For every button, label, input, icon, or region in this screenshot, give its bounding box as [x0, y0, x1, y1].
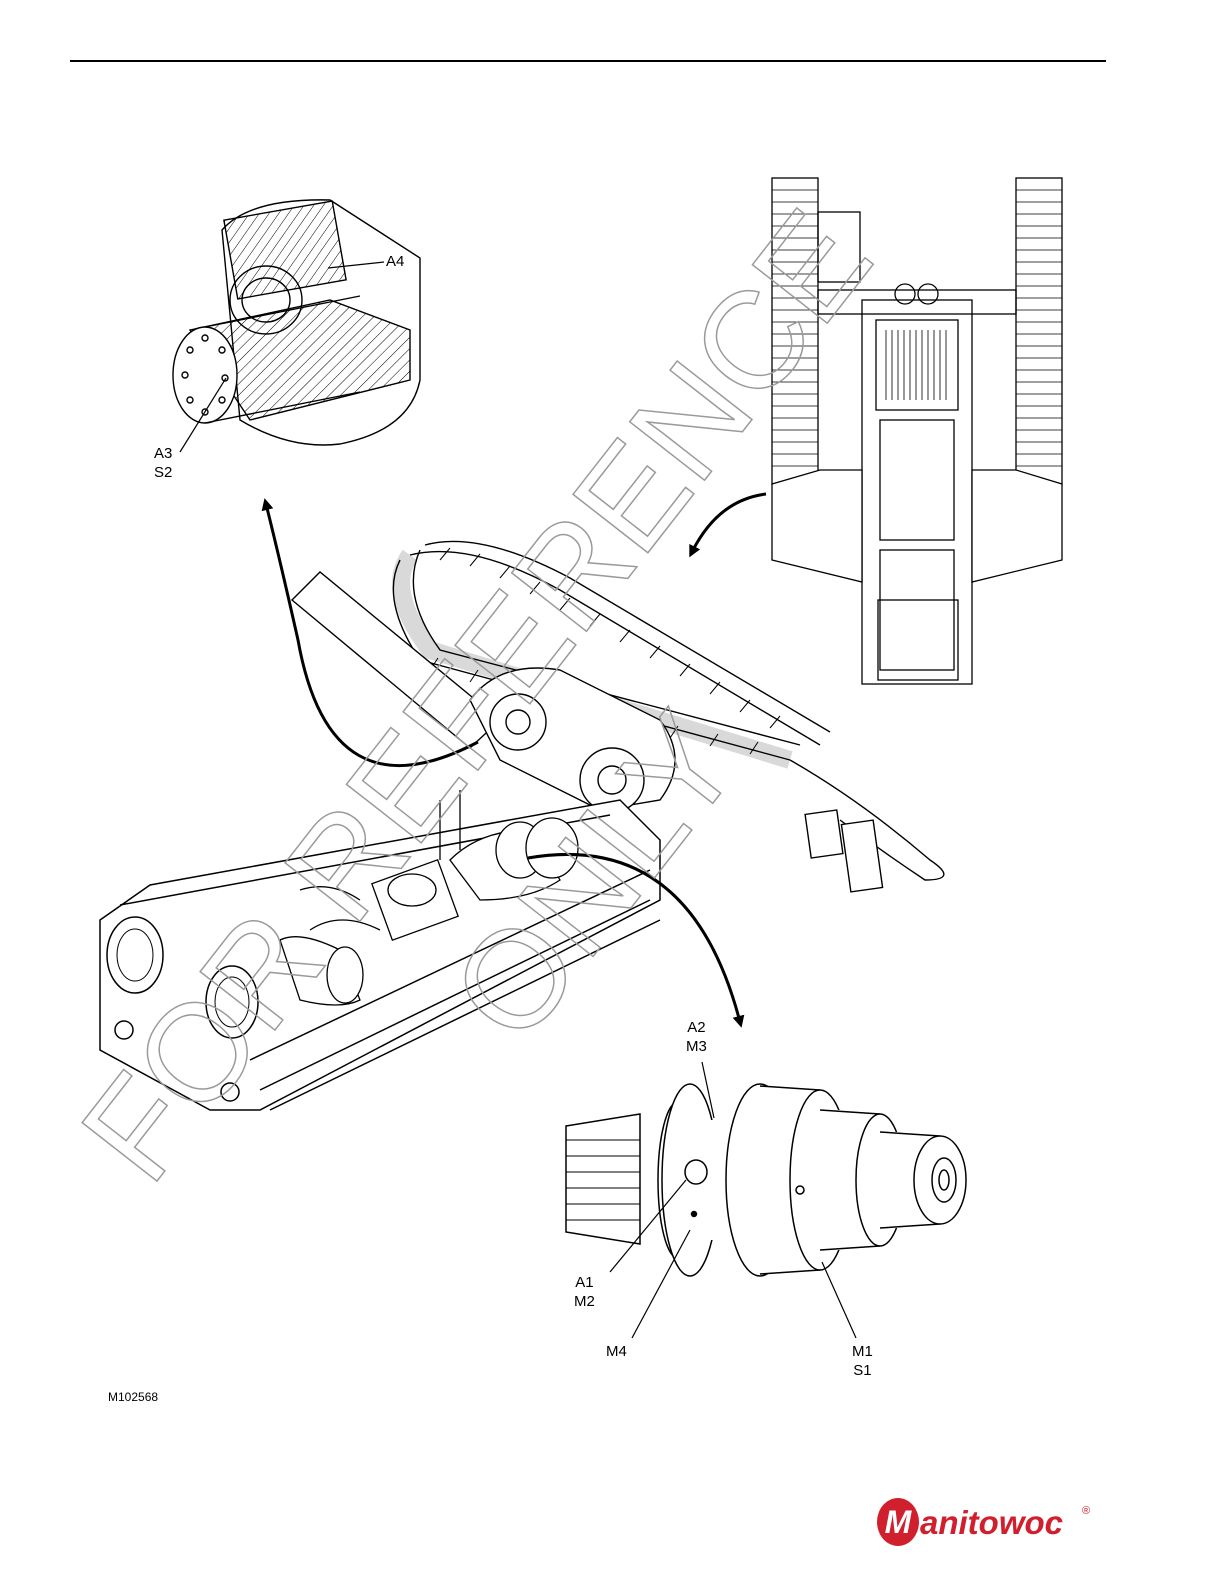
- arrow-from-plan-view: [692, 494, 766, 552]
- callout-a3-s2: A3 S2: [154, 444, 172, 482]
- callout-a2-m3: A2 M3: [686, 1018, 707, 1056]
- roller-section-detail: [173, 200, 420, 445]
- crawler-plan-view: [772, 178, 1062, 684]
- leader-m4: [632, 1230, 690, 1338]
- logo-registered: ®: [1082, 1505, 1090, 1517]
- pulley-carrier: [470, 668, 675, 812]
- callout-m4: M4: [606, 1342, 627, 1361]
- logo-text: anitowoc: [920, 1504, 1063, 1541]
- drive-gearbox-detail: [566, 1084, 966, 1276]
- figure-id: M102568: [108, 1390, 158, 1404]
- callout-a1-m2: A1 M2: [574, 1273, 595, 1311]
- callout-a4: A4: [386, 252, 404, 271]
- logo-letter: M: [885, 1504, 913, 1540]
- callout-m1-s1: M1 S1: [852, 1342, 873, 1380]
- leader-m1: [822, 1262, 856, 1338]
- manitowoc-logo: M anitowoc ®: [876, 1496, 1092, 1548]
